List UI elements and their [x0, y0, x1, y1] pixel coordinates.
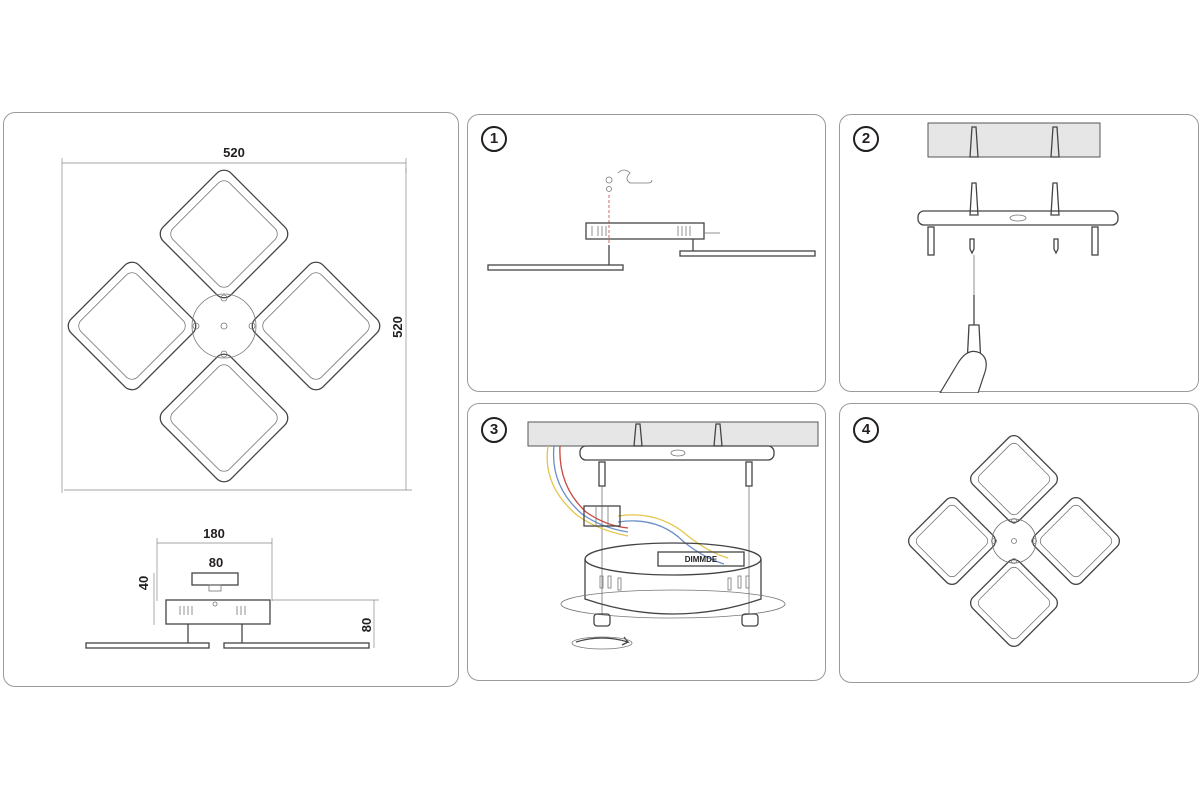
hand-icon: [939, 350, 987, 393]
svg-text:80: 80: [359, 618, 374, 632]
lamp-installed-view: [907, 434, 1121, 648]
driver-box: [657, 551, 745, 567]
svg-text:80: 80: [209, 555, 223, 570]
step-number-4: 4: [853, 417, 879, 443]
lamp-base: [560, 542, 786, 619]
step-number-3: 3: [481, 417, 507, 443]
lamp-side-view: 180 80 40 80: [85, 526, 379, 649]
dimension-panel: 520 520: [3, 112, 459, 687]
step-4-panel: 4: [839, 403, 1199, 683]
step-number-2: 2: [853, 126, 879, 152]
screw-icon: [605, 169, 653, 192]
step-1-panel: 1: [467, 114, 826, 392]
mounting-bracket: [579, 445, 775, 461]
step-3-panel: 3 DIMMDE: [467, 403, 826, 681]
step-2-panel: 2: [839, 114, 1199, 393]
driver-label: DIMMDE: [685, 555, 718, 564]
screws: [927, 226, 1099, 256]
lamp-top-view: [67, 169, 381, 483]
wires: [546, 445, 729, 565]
wall-anchor-icon: [969, 126, 1060, 158]
dimension-drawing: 520 520: [61, 145, 412, 649]
step-3-diagram: DIMMDE: [527, 421, 819, 650]
mounting-bracket: [917, 210, 1119, 226]
ceiling-slab: [927, 122, 1101, 158]
top-height-dimension: 520: [64, 168, 412, 491]
top-width-dimension: 520: [61, 145, 407, 493]
step-2-diagram: [917, 122, 1119, 393]
svg-text:520: 520: [390, 316, 405, 338]
step-1-diagram: [487, 169, 816, 271]
svg-text:180: 180: [203, 526, 225, 541]
svg-text:40: 40: [136, 576, 151, 590]
svg-text:520: 520: [223, 145, 245, 160]
step-4-diagram: [907, 434, 1121, 648]
rotate-arrow-icon: [571, 636, 633, 650]
step-number-1: 1: [481, 126, 507, 152]
ceiling-slab: [527, 421, 819, 447]
terminal-block-icon: [583, 505, 621, 527]
